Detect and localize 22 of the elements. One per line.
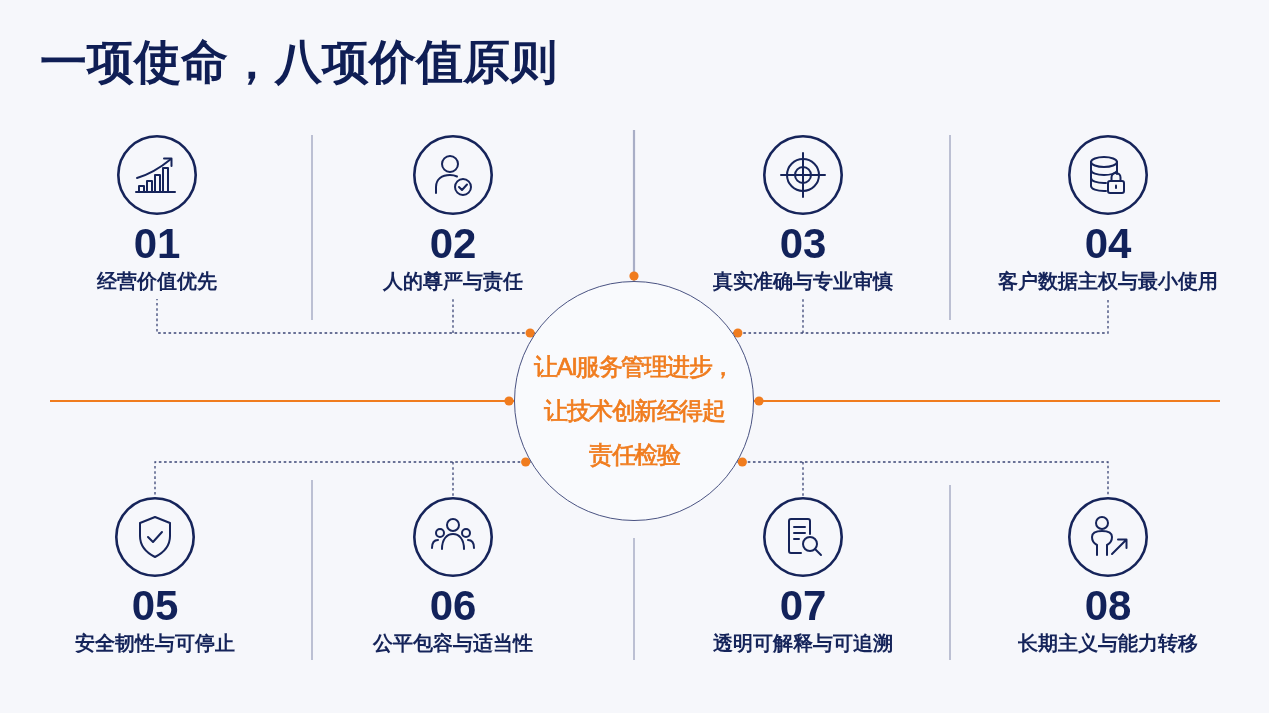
item-number: 04 — [1084, 223, 1132, 265]
item-number: 08 — [1084, 585, 1132, 627]
connector — [154, 457, 532, 498]
connector — [156, 298, 536, 338]
item-number: 02 — [429, 223, 477, 265]
item-number: 07 — [779, 585, 827, 627]
item-number: 05 — [131, 585, 179, 627]
connector — [629, 130, 639, 281]
connector — [732, 298, 1109, 338]
item-number: 03 — [779, 223, 827, 265]
connector — [50, 396, 514, 406]
item-label: 透明可解释与可追溯 — [713, 631, 893, 655]
item-label: 经营价值优先 — [97, 269, 217, 293]
item-label: 长期主义与能力转移 — [1018, 631, 1198, 655]
item-number: 06 — [429, 585, 477, 627]
item-number: 01 — [133, 223, 181, 265]
connector — [736, 457, 1109, 498]
item-label: 客户数据主权与最小使用 — [998, 269, 1218, 293]
item-label: 公平包容与适当性 — [373, 631, 533, 655]
connector — [754, 396, 1220, 406]
title: 一项使命，八项价值原则 — [40, 34, 557, 90]
item-label: 安全韧性与可停止 — [75, 631, 235, 655]
